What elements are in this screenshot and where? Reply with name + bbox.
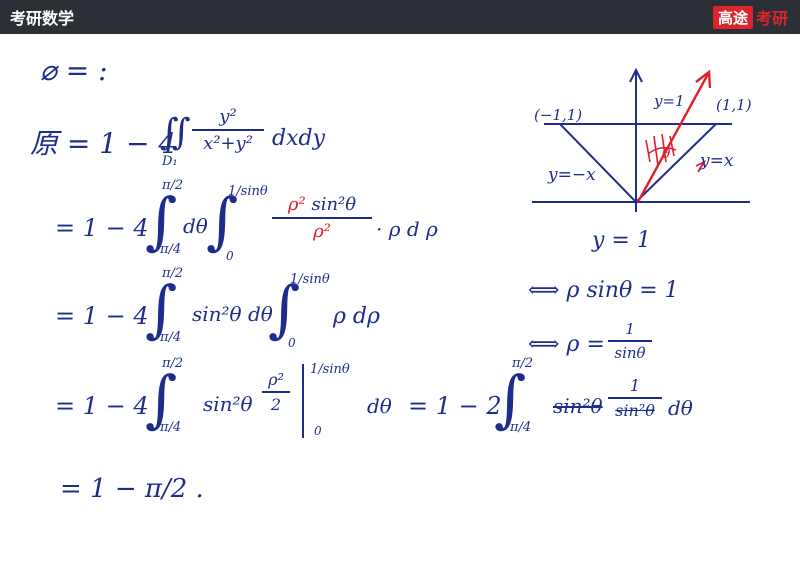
- line4b-fraction-bar: [608, 397, 662, 399]
- line1-differential: dxdy: [272, 126, 326, 151]
- line1-domain: D₁: [162, 154, 178, 169]
- line2-fraction: ρ² sin²θ ρ²: [272, 194, 372, 242]
- top-bar: 考研数学 高途 考研: [0, 0, 800, 34]
- label-left-point: (−1,1): [534, 106, 582, 124]
- line4-eval-upper: 1/sinθ: [310, 362, 350, 377]
- line3-middle: sin²θ dθ: [192, 302, 273, 326]
- line2-num-rest: sin²θ: [311, 194, 357, 215]
- line3-upper-limit: π/2: [162, 266, 184, 281]
- line4b-fraction: 1 sin²θ: [608, 376, 662, 420]
- line1-numerator: y²: [219, 106, 237, 127]
- final-result: = 1 − π/2 .: [60, 474, 204, 504]
- line-y-equals-x: [635, 123, 717, 203]
- line1-lhs: 原 = 1 − 4: [30, 127, 177, 160]
- logo-box: 高途: [712, 5, 753, 29]
- label-right-point: (1,1): [716, 96, 752, 114]
- line3-inner-upper: 1/sinθ: [290, 272, 330, 287]
- line2-inner-upper: 1/sinθ: [228, 184, 268, 199]
- red-mark: [695, 159, 707, 173]
- polar-ray-arrow: [695, 69, 712, 89]
- line3-lower-limit: π/4: [160, 330, 182, 345]
- line4b-denominator: sin²θ: [615, 401, 655, 420]
- line2-cancelled-rho-top: ρ²: [287, 194, 306, 215]
- line-y-equals-neg-x: [559, 123, 637, 203]
- line2-upper-limit: π/2: [162, 178, 184, 193]
- polar-eq-2: ⟺ ρ sinθ = 1: [528, 278, 679, 303]
- line2-lhs: = 1 − 4: [55, 214, 149, 242]
- line3-integral-sign: ∫: [145, 272, 178, 345]
- label-y-equals-x: y=x: [699, 151, 734, 171]
- line3-inner-integral-sign: ∫: [268, 272, 301, 345]
- polar-eq-3-fraction: 1 sinθ: [608, 320, 652, 362]
- polar-eq-1: y = 1: [592, 228, 651, 253]
- line2-tail: · ρ d ρ: [376, 217, 438, 241]
- line2-numerator: ρ² sin²θ: [272, 194, 372, 215]
- line4-eval-bar: [302, 364, 304, 438]
- line2-lower-limit: π/4: [160, 242, 182, 257]
- polar-eq-3-num: 1: [625, 320, 635, 338]
- heading-line: ⌀ = :: [40, 54, 108, 87]
- line3-inner-lower: 0: [288, 336, 296, 350]
- line2-dtheta: dθ: [183, 214, 208, 238]
- line4b-lower-limit: π/4: [510, 420, 532, 435]
- line4b-numerator: 1: [629, 376, 641, 395]
- line4-eval-lower: 0: [314, 424, 322, 438]
- y-axis-arrow: [629, 67, 643, 83]
- line4-upper-limit: π/2: [162, 356, 184, 371]
- line1-fraction: y² x²+y²: [192, 106, 264, 154]
- line4-equals: = 1 − 2: [408, 392, 502, 420]
- line4b-dtheta: dθ: [668, 396, 693, 420]
- line4b-integral-sign: ∫: [494, 362, 527, 435]
- line4-lhs: = 1 − 4: [55, 392, 149, 420]
- brand-logo: 高途 考研: [712, 5, 788, 29]
- line2-cancelled-rho-bottom: ρ²: [313, 221, 331, 242]
- label-y-equals-1: y=1: [653, 92, 685, 110]
- line3-lhs: = 1 − 4: [55, 302, 149, 330]
- line3-tail: ρ dρ: [333, 304, 380, 329]
- line4-rho-num: ρ²: [268, 370, 284, 389]
- logo-text: 考研: [755, 9, 788, 28]
- polar-eq-3-bar: [608, 340, 652, 342]
- line2-inner-lower: 0: [226, 249, 234, 263]
- polar-ray: [636, 73, 710, 203]
- whiteboard: ⌀ = : 原 = 1 − 4 ∬ D₁ y² x²+y² dxdy = 1 −…: [0, 34, 800, 566]
- line4-rho-den: 2: [270, 395, 282, 414]
- line4-lower-limit: π/4: [160, 420, 182, 435]
- line4-integral-sign: ∫: [145, 362, 178, 435]
- angle-arc: [647, 146, 677, 155]
- line4-rho-fraction: ρ² 2: [262, 370, 290, 414]
- line1-fraction-bar: [192, 129, 264, 131]
- line4-dtheta: dθ: [367, 394, 392, 418]
- line4-middle: sin²θ: [203, 392, 253, 416]
- line2-fraction-bar: [272, 217, 372, 219]
- line4-rho-bar: [262, 391, 290, 393]
- line1-denominator: x²+y²: [203, 133, 253, 154]
- course-title: 考研数学: [10, 9, 75, 28]
- label-y-equals-neg-x: y=−x: [547, 165, 596, 185]
- region-diagram: (−1,1) (1,1) y=1 y=−x y=x θ: [532, 67, 752, 212]
- polar-eq-3-lhs: ⟺ ρ =: [528, 332, 605, 357]
- line4b-upper-limit: π/2: [512, 356, 534, 371]
- line2-integral-sign: ∫: [145, 184, 178, 257]
- polar-eq-3-den: sinθ: [614, 344, 646, 362]
- line2-inner-integral-sign: ∫: [206, 184, 239, 257]
- label-theta: θ: [662, 146, 671, 162]
- line4b-cancelled-sin: sin²θ: [553, 394, 603, 418]
- line1-double-integral: ∬: [160, 112, 191, 153]
